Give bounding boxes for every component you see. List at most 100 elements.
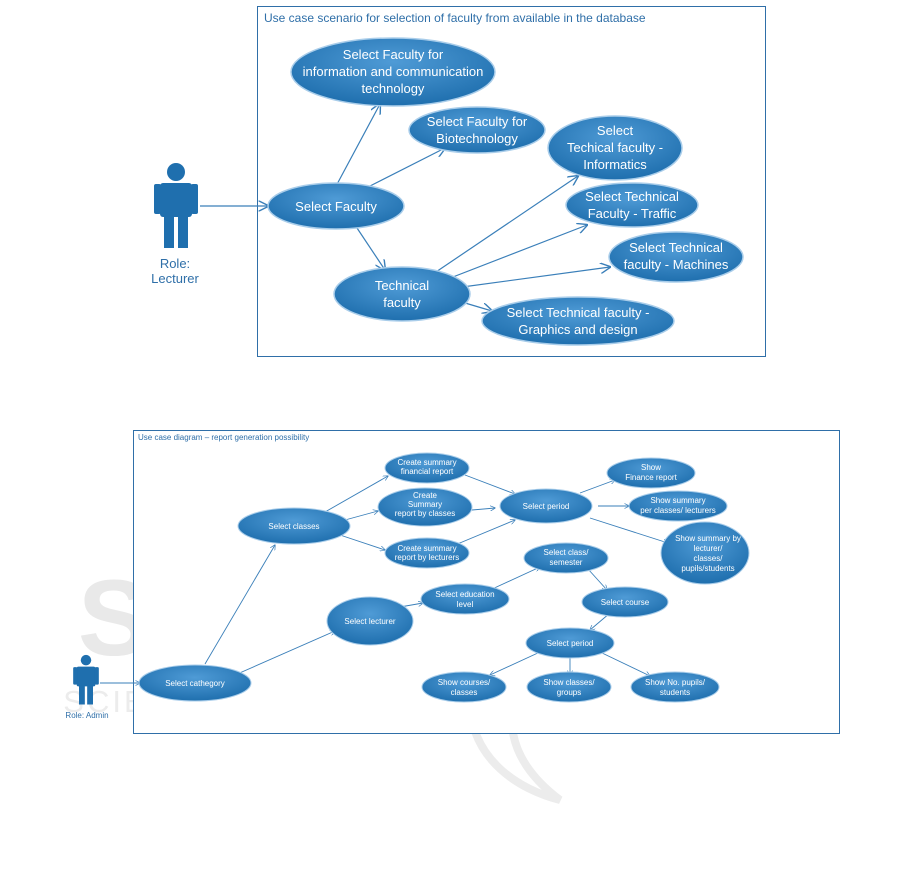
label-line: Select Faculty <box>295 199 377 214</box>
label-select-period-bottom: Select period <box>547 639 594 648</box>
label-show-courses: Show courses/classes <box>438 678 491 697</box>
label-line: Select classes <box>268 522 319 531</box>
label-line: Create <box>413 491 438 500</box>
conn-period-courses <box>490 651 541 675</box>
actor-admin-icon <box>73 654 99 705</box>
label-line: report by classes <box>395 509 455 518</box>
label-line: level <box>457 600 474 609</box>
label-line: Select course <box>601 598 650 607</box>
uc-show-finance <box>606 457 696 489</box>
uc-select-class-semester <box>523 542 609 574</box>
label-line: Techical faculty - <box>567 140 663 155</box>
conn-classes-byclasses <box>344 511 378 521</box>
uc-select-course <box>581 586 669 618</box>
conn-sf-bio <box>369 148 445 187</box>
uc-faculty-ict <box>290 37 496 107</box>
label-show-classes-groups: Show classes/groups <box>543 678 595 697</box>
uc-tech-traffic <box>565 182 699 228</box>
uc-show-summary-classes <box>628 490 728 522</box>
label-tech-machines: Select Technical faculty - Machines <box>624 240 729 272</box>
label-line: Technical <box>375 278 429 293</box>
label-line: Summary <box>408 500 442 509</box>
conn-class-course <box>587 568 607 590</box>
label-line: financial report <box>401 467 454 476</box>
label-line: Faculty - Traffic <box>588 206 677 221</box>
label-line: Select period <box>523 502 570 511</box>
label-line: Show No. pupils/ <box>645 678 706 687</box>
label-line: Show summary by <box>675 534 741 543</box>
label-select-class-semester: Select class/semester <box>544 548 590 567</box>
label-line: pupils/students <box>681 564 734 573</box>
actor-lecturer-label: Role: Lecturer <box>151 256 199 286</box>
label-line: Select class/ <box>544 548 590 557</box>
conn-period-showlecturer <box>589 517 668 543</box>
uc-select-faculty <box>267 182 405 230</box>
label-line: Select <box>597 123 634 138</box>
label-select-classes: Select classes <box>268 522 319 531</box>
diagram1-title: Use case scenario for selection of facul… <box>264 11 646 25</box>
uc-show-courses <box>421 671 507 703</box>
label-line: Biotechnology <box>436 131 518 146</box>
conn-bylecturers-period <box>454 520 515 546</box>
label-select-faculty: Select Faculty <box>295 199 377 214</box>
uc-summary-financial <box>384 452 470 484</box>
conn-cat-classes <box>204 545 275 665</box>
conn-period-pupils <box>599 651 650 676</box>
label-line: Select Technical <box>629 240 723 255</box>
label-line: technology <box>362 81 425 96</box>
d2-ellipses <box>138 452 750 703</box>
label-technical-faculty: Technical faculty <box>375 278 429 310</box>
label-line: faculty <box>383 295 421 310</box>
conn-period-finance <box>579 480 615 494</box>
conn-classes-bylecturers <box>339 534 385 550</box>
uc-tech-machines <box>608 231 744 283</box>
label-line: Select Technical faculty - <box>507 305 650 320</box>
conn-sf-ict <box>334 104 380 189</box>
label-line: Select lecturer <box>344 617 395 626</box>
label-line: Select Faculty for <box>343 47 444 62</box>
actor-admin-label: Role: Admin <box>65 711 109 720</box>
label-line: Select Faculty for <box>427 114 528 129</box>
label-line: faculty - Machines <box>624 257 729 272</box>
label-line: Show courses/ <box>438 678 491 687</box>
label-line: lecturer/ <box>694 544 724 553</box>
label-line: semester <box>550 558 583 567</box>
label-line: groups <box>557 688 581 697</box>
conn-education-class <box>489 567 540 591</box>
label-select-course: Select course <box>601 598 650 607</box>
uc-select-classes <box>237 507 351 545</box>
label-line: Select cathegory <box>165 679 225 688</box>
label-line: students <box>660 688 690 697</box>
conn-tech-machines <box>454 267 610 289</box>
conn-financial-period <box>464 474 515 494</box>
d1-ellipses <box>267 37 744 346</box>
uc-summary-by-classes <box>377 487 473 527</box>
uc-select-period-bottom <box>525 627 615 659</box>
conn-cat-lecturer <box>234 631 335 676</box>
label-tech-graphics: Select Technical faculty -Graphics and d… <box>507 305 650 337</box>
diagram2-title: Use case diagram – report generation pos… <box>138 433 310 442</box>
label-line: classes <box>451 688 478 697</box>
label-line: Select period <box>547 639 594 648</box>
label-line: Select Technical <box>585 189 679 204</box>
uc-show-classes-groups <box>526 671 612 703</box>
uc-summary-by-lecturers <box>384 537 470 569</box>
label-select-period-top: Select period <box>523 502 570 511</box>
label-show-no-pupils: Show No. pupils/students <box>645 678 706 697</box>
uc-select-lecturer <box>326 596 414 646</box>
uc-technical-faculty <box>333 266 471 322</box>
label-select-lecturer: Select lecturer <box>344 617 395 626</box>
label-line: Create summary <box>397 544 456 553</box>
label-select-cathegory: Select cathegory <box>165 679 225 688</box>
conn-byclasses-period <box>471 508 495 510</box>
